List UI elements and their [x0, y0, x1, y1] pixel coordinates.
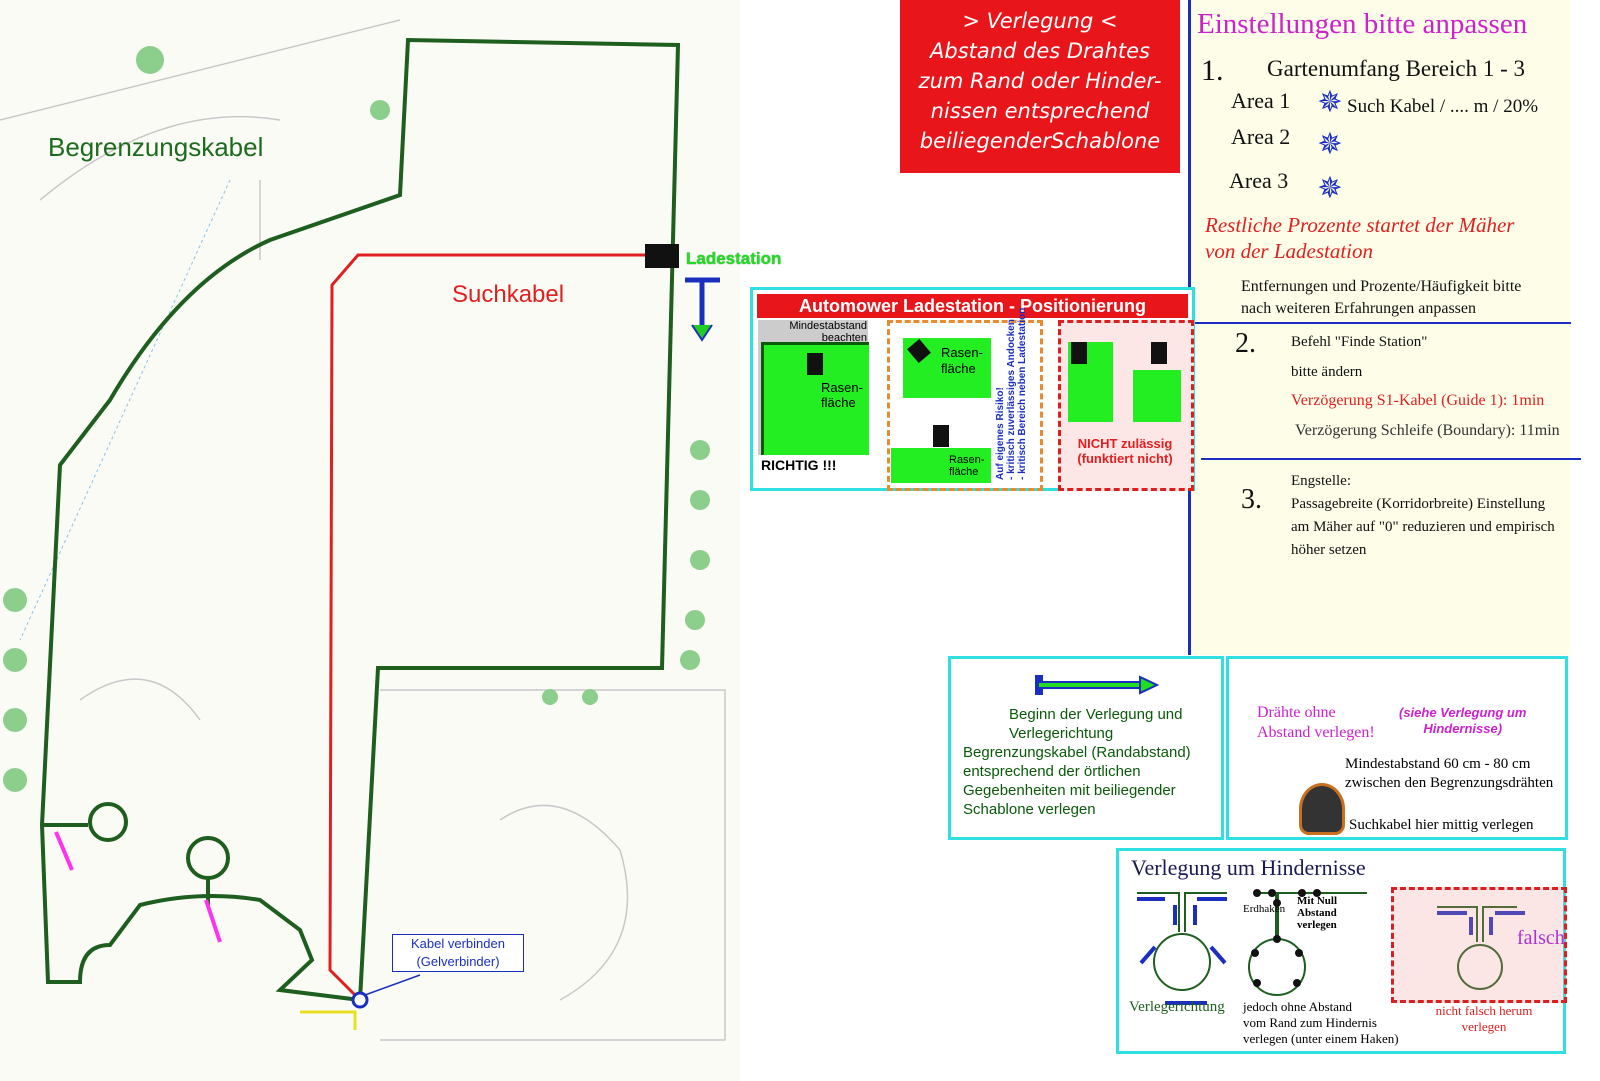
area-1-label: Area 1	[1231, 88, 1291, 113]
section-1-heading: Gartenumfang Bereich 1 - 3	[1267, 56, 1526, 81]
obstacles-title: Verlegung um Hindernisse	[1131, 855, 1366, 880]
hooks-label: Erdhaken	[1243, 903, 1286, 915]
guide-center-note: Suchkabel hier mittig verlegen	[1349, 817, 1534, 833]
not-allowed-label: NICHT zulässig(funktiert nicht)	[1077, 436, 1173, 466]
boundary-wire	[39, 37, 681, 1002]
star-1-icon: ✵	[1317, 86, 1343, 119]
laying-direction-label: Verlegerichtung	[1129, 999, 1225, 1015]
star-3-icon: ✵	[1317, 172, 1343, 205]
section-3-text: Engstelle:Passagebreite (Korridorbreite)…	[1291, 473, 1555, 558]
settings-panel: Einstellungen bitte anpassen 1. Gartenum…	[1188, 0, 1581, 655]
area-3-label: Area 3	[1229, 168, 1289, 193]
star-2-icon: ✵	[1317, 128, 1343, 161]
section-2-number: 2.	[1235, 328, 1256, 359]
risk-note: Auf eigenes Risiko!- kritisch zuverlässi…	[995, 307, 1028, 480]
guide-wire	[328, 253, 660, 1002]
station-label: Ladestation	[686, 249, 782, 268]
area-1-note: Such Kabel / .... m / 20%	[1347, 96, 1539, 117]
lawn-label-2: Rasen-fläche	[941, 345, 983, 376]
red-line-3: zum Rand oder Hinder-	[918, 69, 1162, 93]
direction-arrow-icon	[1035, 675, 1160, 695]
lawn-label: Rasen-fläche	[821, 380, 863, 410]
area-1-row: ✵Such Kabel / .... m / 20%	[1313, 88, 1538, 118]
boundary-delay: Verzögerung Schleife (Boundary): 11min	[1295, 422, 1560, 439]
station-positioning-panel: Automower Ladestation - Positionierung M…	[750, 287, 1195, 491]
connector-line-1: Kabel verbinden	[411, 936, 505, 951]
garden-plan	[0, 0, 740, 1081]
red-line-2: Abstand des Drahtes	[930, 39, 1150, 63]
section-2-line-2: bitte ändern	[1291, 364, 1363, 380]
charging-station	[645, 244, 679, 268]
connector-callout: Kabel verbinden (Gelverbinder)	[392, 934, 524, 972]
guide-delay: Verzögerung S1-Kabel (Guide 1): 1min	[1291, 392, 1545, 409]
obstacles-panel: Verlegung um Hindernisse Erdhaken Mit Nu…	[1116, 848, 1567, 1054]
correct-label: RICHTIG !!!	[761, 457, 837, 473]
settings-title: Einstellungen bitte anpassen	[1197, 8, 1528, 40]
red-line-5: beiliegenderSchablone	[919, 129, 1161, 153]
wrong-label: falsch	[1517, 927, 1565, 949]
connector-line-2: (Gelverbinder)	[416, 954, 500, 969]
red-line-1: > Verlegung <	[962, 9, 1118, 33]
red-line-4: nissen entsprechend	[930, 99, 1150, 123]
lawn-label-3: Rasen-fläche	[949, 454, 985, 478]
positioning-title: Automower Ladestation - Positionierung	[757, 294, 1188, 318]
boundary-wire-label: Begrenzungskabel	[48, 132, 264, 162]
guide-wire-label: Suchkabel	[452, 281, 565, 308]
connector-point	[351, 991, 369, 1009]
obstacle-diagrams	[1137, 889, 1525, 1005]
section-1-number: 1.	[1201, 54, 1224, 87]
mower-icon	[1299, 783, 1345, 835]
laying-instructions-box: > Verlegung < Abstand des Drahtes zum Ra…	[900, 0, 1180, 173]
adjust-note: Entfernungen und Prozente/Häufigkeit bit…	[1241, 278, 1522, 317]
section-2-line-1: Befehl "Finde Station"	[1291, 334, 1428, 350]
section-3-number: 3.	[1241, 484, 1262, 515]
area-2-label: Area 2	[1231, 124, 1291, 149]
obstacle-tree-1	[88, 802, 128, 842]
